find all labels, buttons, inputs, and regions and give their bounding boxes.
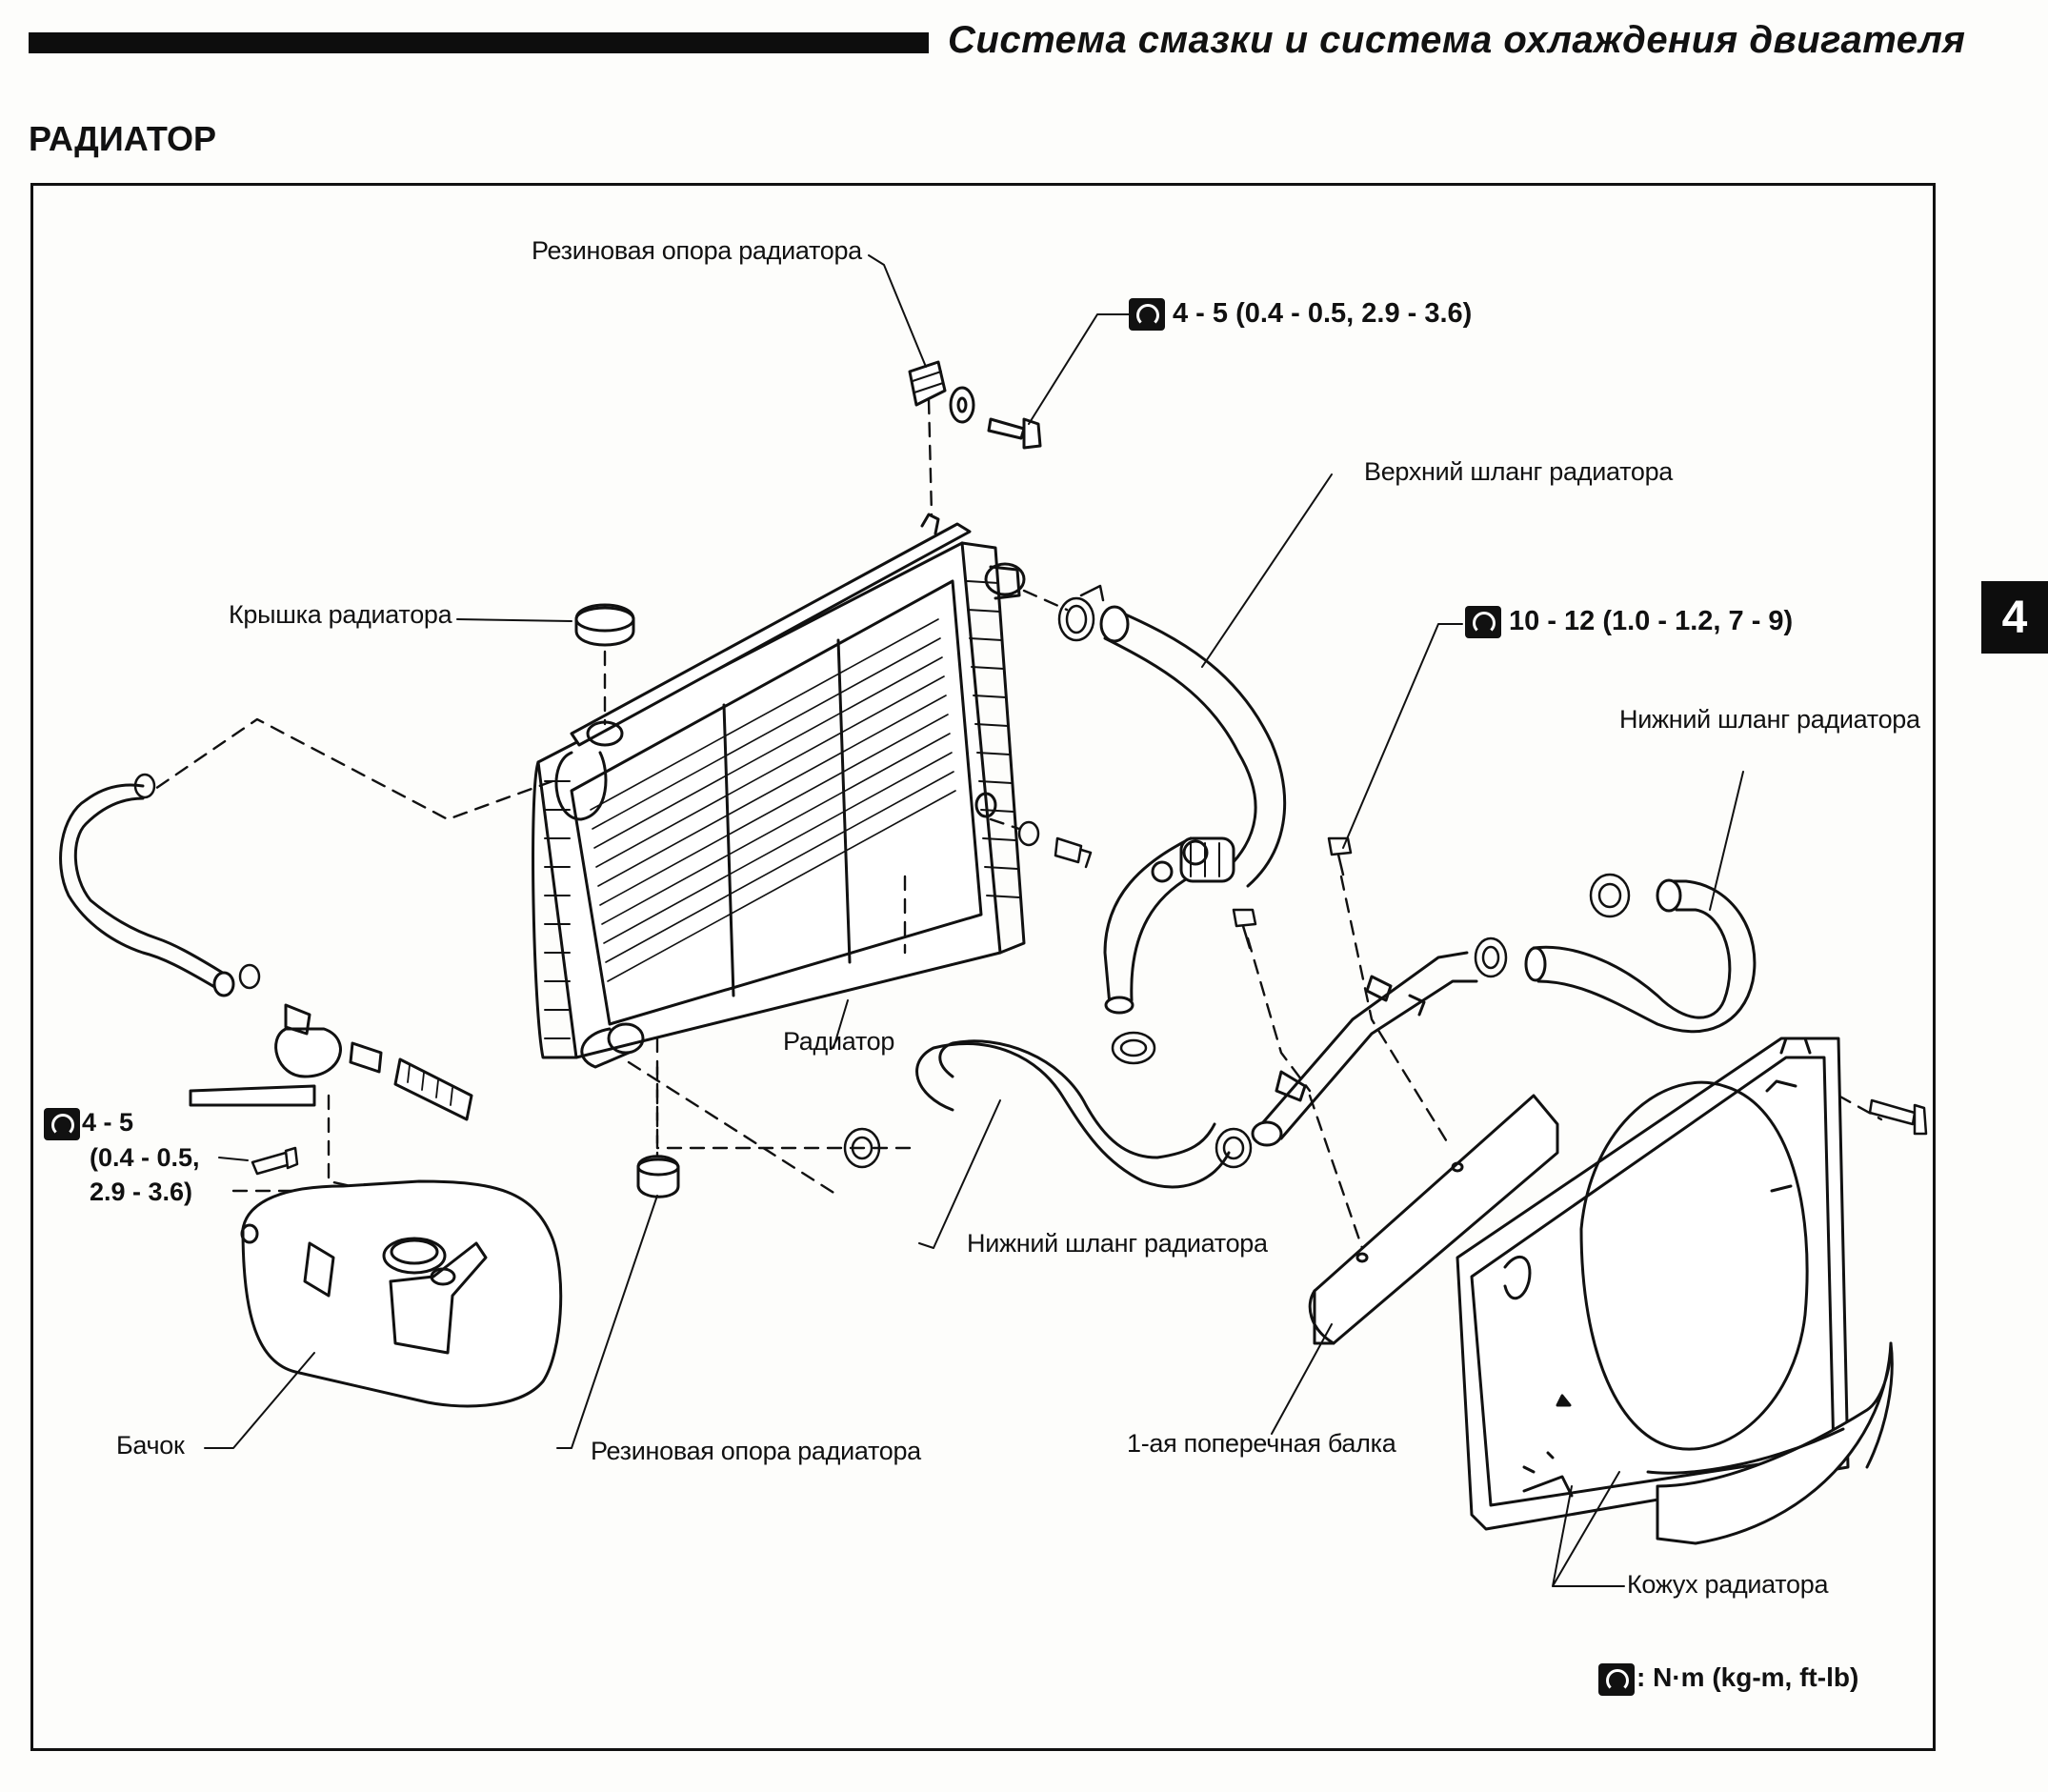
torque-spec-mid-text: 10 - 12 (1.0 - 1.2, 7 - 9) bbox=[1509, 606, 1794, 636]
torque-spec-left-line2: (0.4 - 0.5, bbox=[90, 1142, 200, 1172]
torque-wrench-icon bbox=[1598, 1662, 1635, 1696]
lower-hose-bottom-part bbox=[915, 1039, 1231, 1189]
diagram-frame bbox=[30, 183, 1936, 1751]
shroud-bolt bbox=[1868, 1098, 1928, 1136]
label-lower-hose-right: Нижний шланг радиатора bbox=[1619, 705, 1920, 734]
reservoir-hose-part bbox=[59, 783, 473, 1121]
torque-spec-mid: 10 - 12 (1.0 - 1.2, 7 - 9) bbox=[1465, 606, 1794, 639]
upper-mount-parts bbox=[908, 360, 1042, 450]
label-rubber-mount-bottom: Резиновая опора радиатора bbox=[591, 1437, 921, 1465]
reservoir-part bbox=[240, 1179, 563, 1408]
upper-hose-part bbox=[1099, 605, 1287, 1015]
page-tab[interactable]: 4 bbox=[1981, 581, 2048, 654]
torque-spec-left-line3: 2.9 - 3.6) bbox=[90, 1177, 193, 1206]
torque-wrench-icon bbox=[44, 1107, 80, 1140]
label-reservoir: Бачок bbox=[116, 1431, 185, 1460]
leader-lines bbox=[204, 254, 1744, 1587]
coolant-pipe-part bbox=[1251, 951, 1478, 1147]
label-radiator-cap: Крышка радиатора bbox=[229, 600, 452, 629]
label-radiator: Радиатор bbox=[783, 1027, 895, 1056]
alignment-lines bbox=[151, 398, 1883, 1250]
radiator-cap-part bbox=[574, 603, 635, 647]
label-crossmember: 1-ая поперечная балка bbox=[1127, 1429, 1396, 1458]
drain-parts bbox=[1017, 820, 1093, 869]
lower-hose-right-part bbox=[1524, 878, 1757, 1034]
lower-mount-part bbox=[636, 1155, 680, 1198]
torque-wrench-icon bbox=[1129, 298, 1165, 332]
section-title: РАДИАТОР bbox=[29, 119, 217, 158]
torque-wrench-icon bbox=[1465, 606, 1501, 639]
crossmember-part bbox=[1308, 1094, 1559, 1345]
torque-spec-left-line1: 4 - 5 bbox=[82, 1108, 134, 1137]
label-rubber-mount-top: Резиновая опора радиатора bbox=[532, 236, 862, 265]
torque-spec-top-text: 4 - 5 (0.4 - 0.5, 2.9 - 3.6) bbox=[1173, 298, 1473, 329]
pipe-bolts bbox=[1232, 836, 1353, 950]
label-shroud: Кожух радиатора bbox=[1627, 1570, 1829, 1599]
reservoir-bolt bbox=[251, 1146, 299, 1176]
header-title: Система смазки и система охлаждения двиг… bbox=[948, 19, 1966, 61]
hose-clamps bbox=[133, 584, 1631, 1169]
torque-spec-top: 4 - 5 (0.4 - 0.5, 2.9 - 3.6) bbox=[1129, 298, 1473, 332]
legend: : N·m (kg-m, ft-lb) bbox=[1598, 1662, 1858, 1696]
radiator-part bbox=[532, 513, 1026, 1069]
label-upper-hose: Верхний шланг радиатора bbox=[1364, 457, 1674, 486]
torque-spec-left: 4 - 5 (0.4 - 0.5, 2.9 - 3.6) bbox=[44, 1105, 200, 1209]
legend-text: : N·m (kg-m, ft-lb) bbox=[1636, 1662, 1859, 1692]
radiator-shroud-part bbox=[1456, 1037, 1894, 1545]
header-bar bbox=[29, 32, 929, 53]
label-lower-hose-bottom: Нижний шланг радиатора bbox=[967, 1229, 1268, 1258]
